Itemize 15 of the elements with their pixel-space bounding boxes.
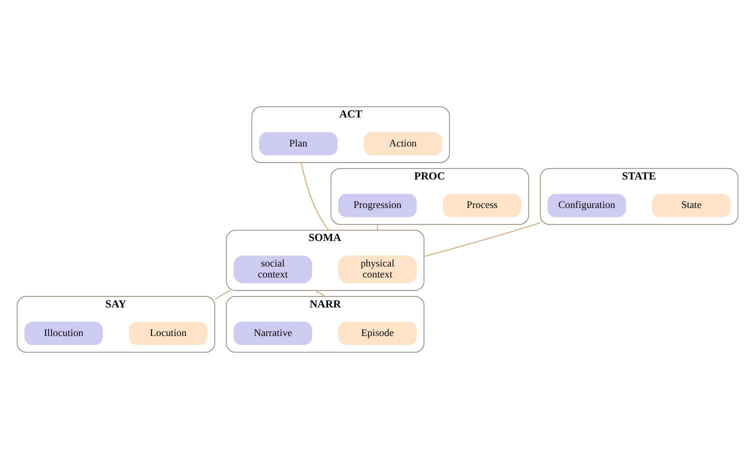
node-box: Process (442, 193, 522, 217)
node-box: Progression (338, 193, 417, 217)
node-box: Illocution (24, 321, 103, 345)
node-box: Plan (259, 132, 338, 155)
node-box: State (652, 193, 731, 217)
connector (424, 222, 540, 257)
node-box: Action (364, 132, 442, 155)
node-box: Configuration (548, 193, 626, 217)
node-box: physical context (338, 255, 417, 283)
node-box: social context (234, 255, 312, 283)
connector (314, 290, 326, 296)
node-box: Locution (129, 321, 208, 345)
node-box: Narrative (234, 321, 312, 345)
connector (214, 290, 230, 300)
node-box: Episode (338, 321, 417, 345)
